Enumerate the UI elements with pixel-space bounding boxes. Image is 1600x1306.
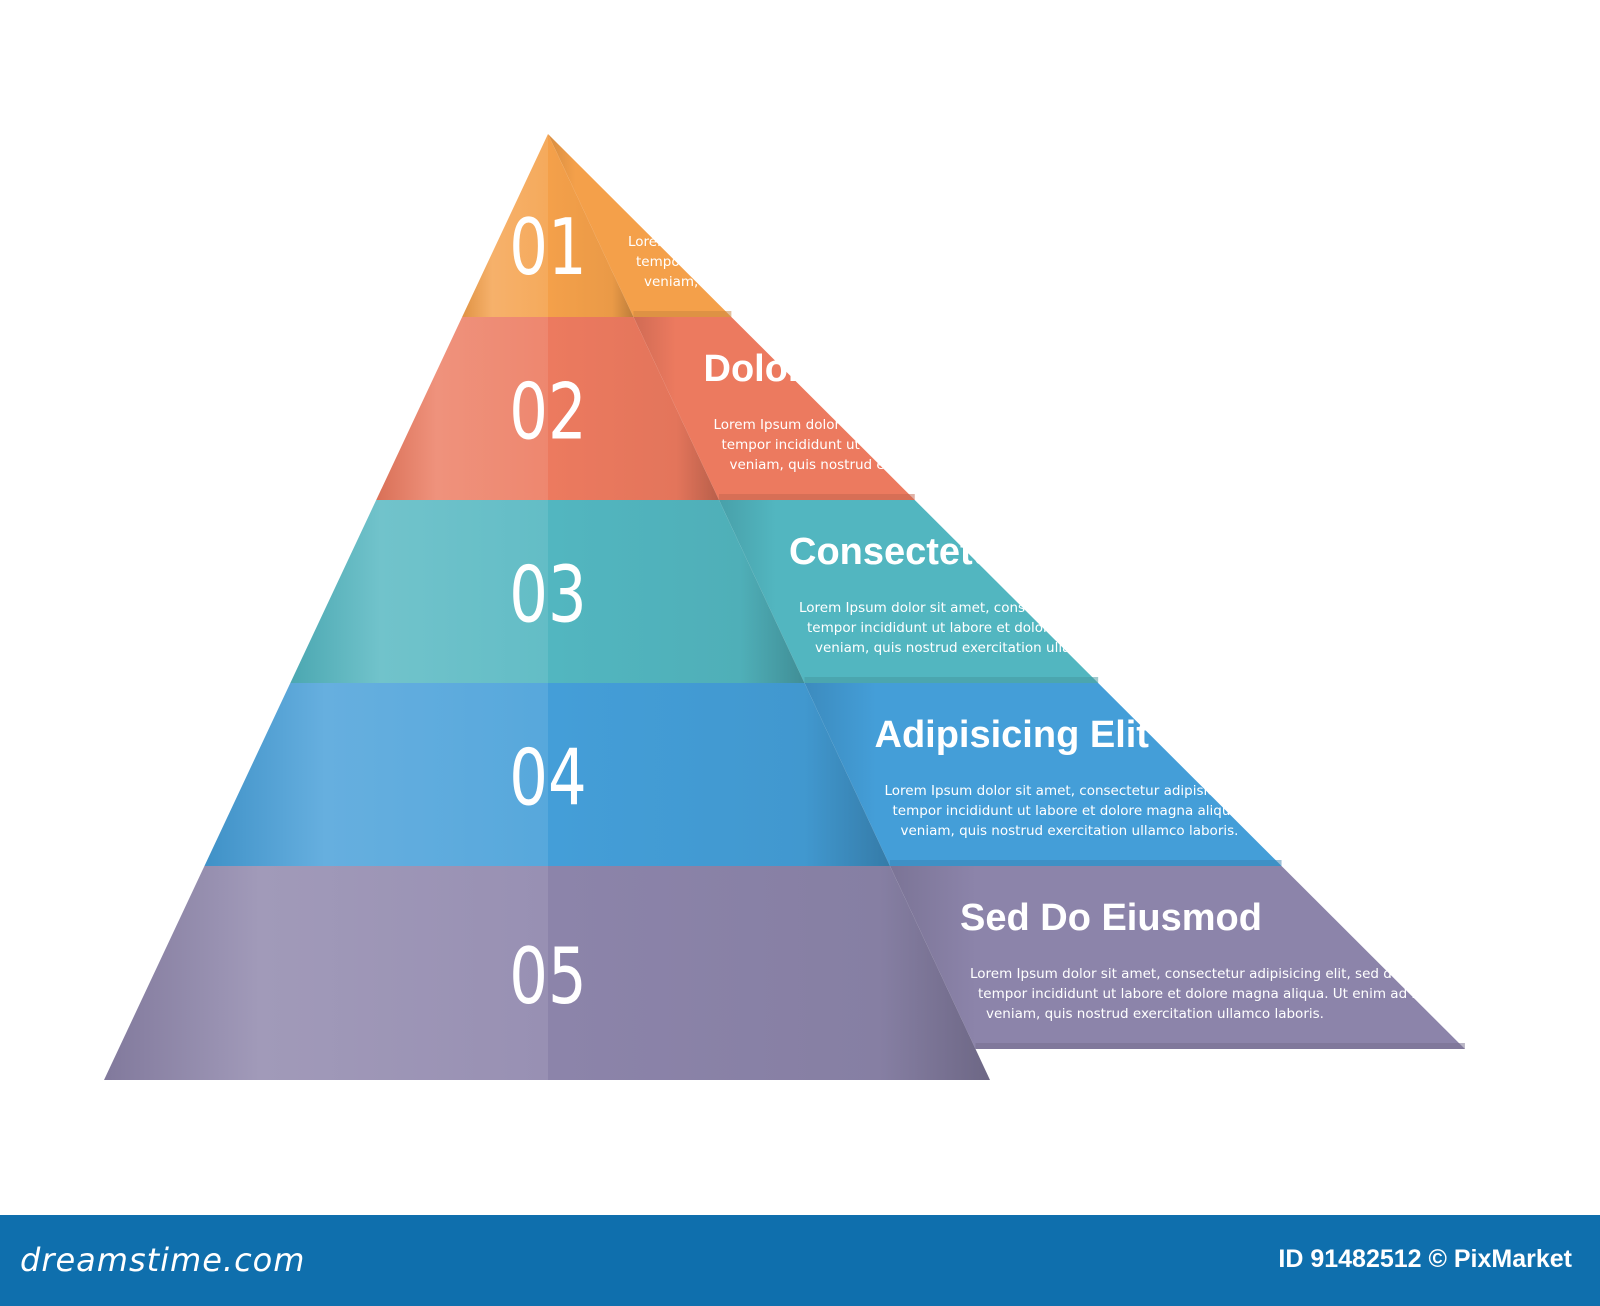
level-04-band-left-face [204, 683, 548, 866]
level-03-band-group: 03 [290, 500, 805, 709]
level-05-band-left-face [104, 866, 548, 1080]
level-04-title: Adipisicing Elit [875, 714, 1150, 756]
level-03-description-line: tempor incididunt ut labore et dolore ma… [807, 620, 1283, 636]
level-01-description-line: veniam, quis nostrud exercitation ullamc… [644, 274, 982, 290]
level-05-description-line: Lorem Ipsum dolor sit amet, consectetur … [970, 966, 1462, 982]
level-05-band-group: 05 [104, 866, 990, 1080]
stock-id-label: ID 91482512 © PixMarket [1278, 1245, 1572, 1273]
level-03-description-line: Lorem Ipsum dolor sit amet, consectetur … [799, 600, 1291, 616]
level-05-description-line: tempor incididunt ut labore et dolore ma… [978, 986, 1454, 1002]
level-02-band-right-face [548, 317, 720, 500]
level-03-panel [719, 500, 1099, 683]
level-01-number: 01 [509, 203, 586, 293]
level-04-band-right-face [548, 683, 891, 866]
level-02-title: Dolor Sit Amet [704, 348, 967, 390]
level-01-band-left-face [462, 134, 548, 317]
level-05-description-line: veniam, quis nostrud exercitation ullamc… [986, 1006, 1324, 1022]
level-01-title: Lorem Ipsum [618, 165, 857, 207]
level-03-title: Consectetur [789, 531, 1011, 573]
level-02-description-line: tempor incididunt ut labore et dolore ma… [722, 437, 1198, 453]
level-02-band-left-face [376, 317, 548, 500]
level-05-panel-shadow [975, 1043, 1465, 1049]
level-01-description-line: Lorem Ipsum dolor sit amet, consectetur … [628, 234, 1120, 250]
level-03-band-left-face [290, 500, 548, 683]
level-02-band-group: 02 [376, 317, 720, 526]
level-01-band-group: 01 [462, 134, 634, 343]
level-03-description-line: veniam, quis nostrud exercitation ullamc… [815, 640, 1153, 656]
level-02-description-line: veniam, quis nostrud exercitation ullamc… [730, 457, 1068, 473]
level-05-number: 05 [509, 932, 586, 1022]
level-01-description-line: tempor incididunt ut labore et dolore ma… [636, 254, 1112, 270]
level-04-description-line: tempor incididunt ut labore et dolore ma… [893, 803, 1369, 819]
level-01-band-right-face [548, 134, 634, 317]
level-03-band-right-face [548, 500, 805, 683]
level-05-band-right-face [548, 866, 990, 1080]
level-02-description-line: Lorem Ipsum dolor sit amet, consectetur … [714, 417, 1206, 433]
level-02-panel [633, 317, 915, 500]
brand-logo-text[interactable]: dreamstime.com [20, 1241, 306, 1279]
level-05-panel [890, 866, 1465, 1049]
level-03-panel-shadow [804, 677, 1099, 683]
level-04-description-line: Lorem Ipsum dolor sit amet, consectetur … [885, 783, 1377, 799]
level-02-number: 02 [509, 367, 586, 457]
level-04-description-line: veniam, quis nostrud exercitation ullamc… [901, 823, 1239, 839]
level-03-number: 03 [509, 550, 586, 640]
level-04-panel [804, 683, 1282, 866]
level-01-panel [548, 134, 732, 317]
level-05-title: Sed Do Eiusmod [960, 897, 1262, 939]
level-04-band-group: 04 [204, 683, 891, 892]
level-04-number: 04 [509, 733, 586, 823]
stock-footer-bar: dreamstime.com ID 91482512 © PixMarket [0, 1215, 1600, 1306]
level-04-panel-shadow [890, 860, 1282, 866]
level-01-panel-shadow [633, 311, 732, 317]
level-02-panel-shadow [719, 494, 915, 500]
